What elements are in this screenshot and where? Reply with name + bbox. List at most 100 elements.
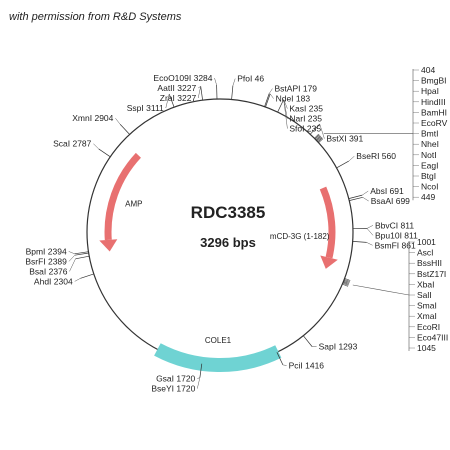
mcs-list-top-tick — [317, 137, 323, 143]
site-label-bsaai: BsaAI 699 — [371, 196, 410, 206]
site-leader-sfoi — [283, 99, 288, 129]
feature-arrow-orf — [319, 186, 336, 259]
mcs-list-bottom-entry-asci: AscI — [417, 248, 434, 258]
site-label-kasi: KasI 235 — [289, 104, 323, 114]
site-tick-391 — [309, 123, 320, 135]
site-tick-2389 — [74, 252, 89, 256]
mcs-list-bottom-entry-ecori: EcoRI — [417, 322, 440, 332]
site-tick-2394 — [74, 251, 89, 255]
plasmid-name: RDC3385 — [191, 203, 266, 222]
feature-label-mcd-3g-1-182: mCD-3G (1-182) — [270, 232, 330, 241]
site-label-pcii: PciI 1416 — [289, 361, 325, 371]
feature-layer: AMP COLE1 mCD-3G (1-182) — [99, 152, 338, 372]
site-label-bstxi: BstXI 391 — [326, 134, 363, 144]
mcs-list-top-entry-hindiii: HindIII — [421, 97, 446, 107]
mcs-list-top-tick — [316, 136, 322, 142]
site-label-bbvci: BbvCI 811 — [375, 220, 414, 230]
site-label-zrai: ZraI 3227 — [160, 93, 197, 103]
mcs-list-bottom-entry-1001: 1001 — [417, 237, 436, 247]
mcs-list-bottom-entry-eco47iii: Eco47III — [417, 332, 448, 342]
mcs-list-top-entry-nhei: NheI — [421, 139, 439, 149]
site-tick-1720 — [199, 363, 203, 378]
site-tick-179 — [264, 93, 270, 107]
site-tick-183 — [265, 93, 271, 108]
site-leader-bseri — [348, 156, 355, 162]
feature-label-cole1: COLE1 — [205, 336, 232, 345]
mcs-list-bottom-tick — [344, 278, 351, 281]
mcs-list-bottom-entry-1045: 1045 — [417, 343, 436, 353]
site-tick-2787 — [98, 148, 111, 158]
site-tick-699 — [349, 196, 363, 201]
mcs-list-top-tick — [318, 138, 324, 143]
site-tick-2376 — [75, 255, 90, 260]
mcs-list-top-tick — [314, 133, 319, 139]
site-tick-2904 — [119, 123, 130, 135]
mcs-list-bottom-entry-bsshii: BssHII — [417, 258, 442, 268]
site-leader-gsai — [197, 377, 200, 379]
site-label-xmni: XmnI 2904 — [72, 113, 113, 123]
site-tick-235 — [277, 99, 285, 113]
site-leader-bstxi — [319, 123, 325, 139]
site-tick-560 — [336, 160, 349, 169]
feature-band-cole1 — [154, 343, 282, 372]
site-leader-sspi — [165, 93, 170, 109]
site-label-bseri: BseRI 560 — [356, 151, 396, 161]
site-leader-bbvci — [366, 225, 374, 229]
site-label-ahdi: AhdI 2304 — [34, 276, 73, 286]
mcs-list-bottom-tick — [344, 279, 351, 282]
site-label-nari: NarI 235 — [289, 114, 322, 124]
mcs-list-top-entry-449: 449 — [421, 192, 435, 202]
site-leader-kasi — [283, 99, 288, 109]
mcs-list-bottom-tick — [343, 281, 349, 285]
site-leader-absi — [362, 190, 369, 196]
mcs-list-bottom-leader — [352, 284, 410, 296]
site-leader-zrai — [197, 86, 201, 99]
permission-note: with permission from R&D Systems — [9, 11, 182, 23]
site-leader-bsai — [69, 258, 76, 272]
mcs-list-top-entry-ncoi: NcoI — [421, 182, 438, 192]
mcs-list-top-entry-noti: NotI — [421, 150, 437, 160]
site-leader-bpu10i — [366, 228, 374, 236]
site-leader-ndei — [269, 93, 274, 99]
site-label-bsai: BsaI 2376 — [29, 266, 68, 276]
mcs-layer: 404BmgBIHpaIHindIIIBamHIEcoRVBmtINheINot… — [314, 65, 448, 353]
feature-label-amp: AMP — [125, 199, 142, 208]
site-leader-bsaai — [362, 197, 369, 202]
site-label-ecoo109i: EcoO109I 3284 — [153, 73, 212, 83]
feature-arrowhead-orf — [320, 255, 338, 269]
site-label-bsrfi: BsrFI 2389 — [25, 256, 67, 266]
site-tick-1293 — [303, 335, 313, 347]
mcs-list-top-entry-ecorv: EcoRV — [421, 118, 448, 128]
feature-arrow-amp — [104, 152, 141, 241]
site-label-ndei: NdeI 183 — [276, 94, 311, 104]
site-leader-bsmfi — [366, 242, 373, 246]
mcs-list-top-entry-404: 404 — [421, 65, 435, 75]
mcs-list-top-tick — [316, 136, 322, 141]
mcs-list-top-entry-bmgbi: BmgBI — [421, 76, 447, 86]
site-leader-bstapi — [268, 88, 273, 94]
mcs-list-bottom-entry-xmai: XmaI — [417, 311, 437, 321]
mcs-list-bottom-tick — [342, 283, 349, 287]
site-tick-861 — [352, 241, 367, 243]
site-tick-691 — [348, 194, 363, 199]
site-leader-bpmi — [68, 251, 75, 255]
site-label-absi: AbsI 691 — [370, 186, 404, 196]
site-label-bsmfi: BsmFI 861 — [375, 240, 416, 250]
feature-arrowhead-amp — [99, 239, 118, 252]
site-label-bstapi: BstAPI 179 — [275, 84, 318, 94]
site-leader-pfoi — [232, 78, 236, 86]
mcs-list-top-entry-bmti: BmtI — [421, 129, 438, 139]
site-leader-ahdi — [74, 278, 81, 282]
mcs-list-top-entry-hpai: HpaI — [421, 86, 439, 96]
mcs-list-bottom-entry-smai: SmaI — [417, 301, 437, 311]
mcs-list-top-entry-bamhi: BamHI — [421, 107, 447, 117]
mcs-list-bottom-entry-xbai: XbaI — [417, 279, 435, 289]
mcs-list-bottom-entry-sali: SalI — [417, 290, 432, 300]
site-tick-3227 — [200, 86, 203, 101]
site-label-pfoi: PfoI 46 — [237, 74, 264, 84]
mcs-list-bottom-tick — [343, 281, 350, 284]
site-label-gsai: GsaI 1720 — [156, 374, 195, 384]
site-label-sspi: SspI 3111 — [127, 103, 164, 113]
